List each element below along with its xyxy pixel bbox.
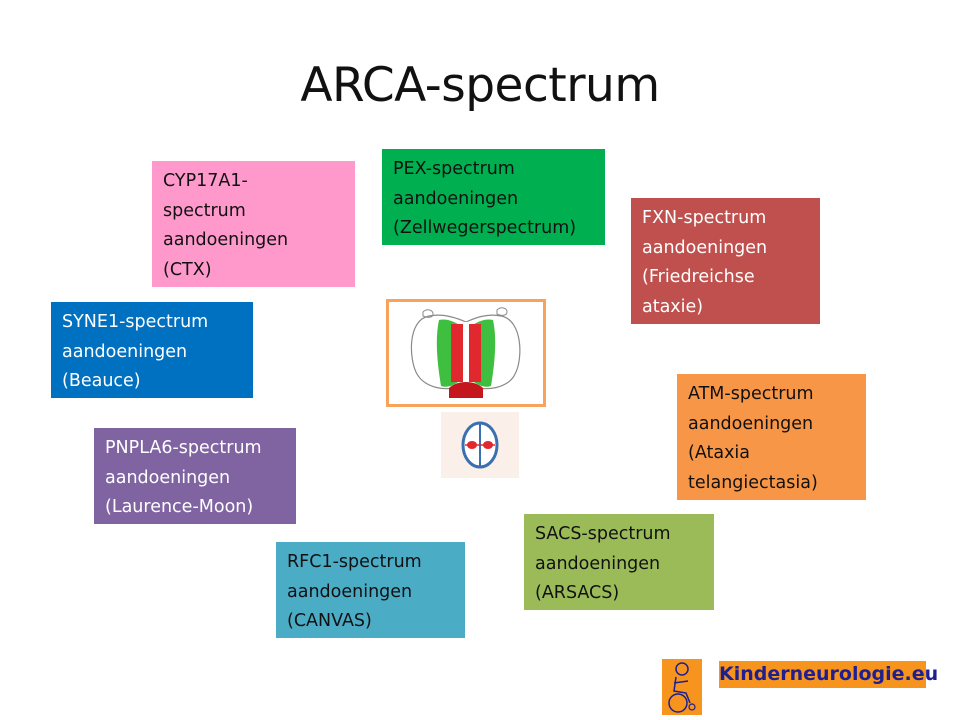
- cell-image: [441, 412, 519, 478]
- box-syne1-spectrum: SYNE1-spectrum aandoeningen (Beauce): [51, 302, 253, 398]
- box-cyp17a1-spectrum: CYP17A1- spectrum aandoeningen (CTX): [152, 161, 355, 287]
- box-sacs-spectrum: SACS-spectrum aandoeningen (ARSACS): [524, 514, 714, 610]
- slide-title: ARCA-spectrum: [300, 58, 660, 113]
- box-pex-spectrum: PEX-spectrum aandoeningen (Zellwegerspec…: [382, 149, 605, 245]
- box-fxn-spectrum: FXN-spectrum aandoeningen (Friedreichse …: [631, 198, 820, 324]
- child-wheelchair-icon: [668, 662, 696, 713]
- box-atm-spectrum: ATM-spectrum aandoeningen (Ataxia telang…: [677, 374, 866, 500]
- cell-division-icon: [461, 421, 499, 469]
- spinal-cord-image: [386, 299, 546, 407]
- logo-mark: [662, 659, 702, 715]
- box-rfc1-spectrum: RFC1-spectrum aandoeningen (CANVAS): [276, 542, 465, 638]
- spinal-cord-cross-section-icon: [410, 307, 521, 398]
- logo-text: Kinderneurologie.eu: [719, 661, 938, 688]
- box-pnpla6-spectrum: PNPLA6-spectrum aandoeningen (Laurence-M…: [94, 428, 296, 524]
